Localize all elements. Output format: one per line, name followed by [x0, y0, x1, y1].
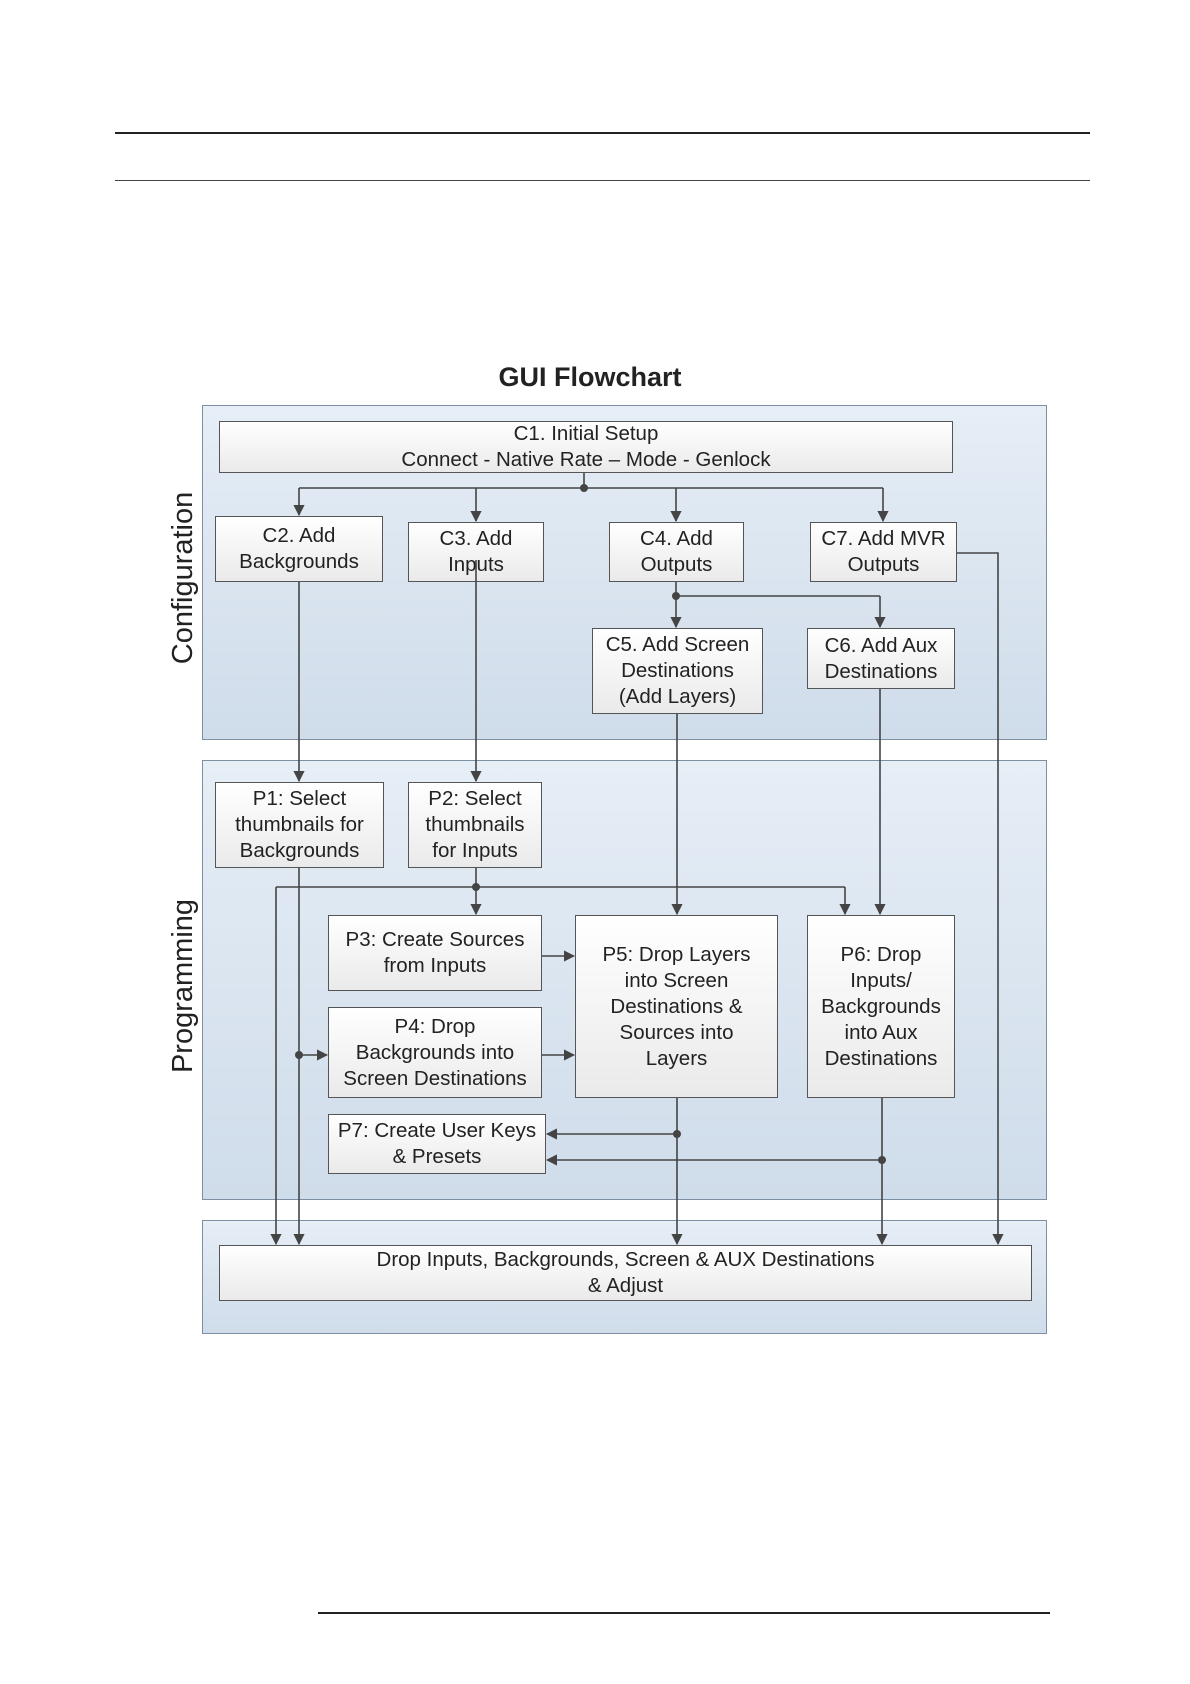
node-text-line: P3: Create Sources	[345, 928, 525, 951]
node-text-line: from Inputs	[383, 954, 487, 977]
node-text-line: P5: Drop Layers	[602, 942, 751, 966]
node-text-line: Layers	[645, 1046, 708, 1070]
node-p3-create-sources: P3: Create Sources from Inputs	[328, 915, 542, 991]
node-text-line: into Aux	[844, 1020, 918, 1044]
node-c7-add-mvr-outputs: C7. Add MVR Outputs	[810, 522, 957, 582]
node-text-line: & Presets	[392, 1145, 482, 1168]
node-text-line: P2: Select	[428, 787, 522, 810]
node-p2-select-thumbnails-inputs: P2: Select thumbnails for Inputs	[408, 782, 542, 868]
node-text-line: & Adjust	[587, 1274, 664, 1297]
node-text-line: Sources into	[619, 1020, 734, 1044]
diagram-title: GUI Flowchart	[498, 362, 682, 392]
node-text-line: Destinations	[621, 659, 734, 682]
node-text-line: Destinations	[824, 1046, 938, 1070]
junction-p2-bus	[472, 883, 480, 891]
node-text-line: P7: Create User Keys	[337, 1119, 537, 1142]
node-text-line: Outputs	[847, 553, 920, 576]
header-rule-bottom	[115, 180, 1090, 181]
junction-p6-to-p7	[878, 1156, 886, 1164]
node-text-line: P6: Drop	[840, 942, 922, 966]
node-text-line: Backgrounds	[239, 839, 360, 862]
footer-rule	[318, 1612, 1050, 1614]
node-text-line: for Inputs	[432, 839, 518, 862]
node-final-drop-and-adjust: Drop Inputs, Backgrounds, Screen & AUX D…	[219, 1245, 1032, 1301]
node-text-line: Destinations	[824, 659, 938, 683]
node-text-line: Inputs/	[850, 968, 912, 992]
node-text-line: Backgrounds	[821, 994, 941, 1018]
node-text-line: C1. Initial Setup	[513, 422, 659, 445]
node-text-line: into Screen	[624, 968, 729, 992]
node-text-line: Outputs	[640, 553, 713, 576]
node-text-line: Connect - Native Rate – Mode - Genlock	[401, 448, 771, 471]
node-text-line: thumbnails	[425, 813, 525, 836]
junction-p1-to-p4	[295, 1051, 303, 1059]
node-text-line: Backgrounds	[239, 550, 359, 573]
node-text-line: C3. Add	[439, 527, 513, 550]
connector-c7-to-final	[957, 552, 1004, 1246]
junction-c1-bus	[580, 484, 588, 492]
node-text-line: Screen Destinations	[343, 1066, 527, 1090]
node-text-line: thumbnails for	[235, 813, 364, 836]
node-text-line: P4: Drop	[394, 1014, 476, 1038]
node-text-line: P1: Select	[252, 787, 347, 810]
node-text-line: (Add Layers)	[618, 685, 737, 708]
node-text-line: Drop Inputs, Backgrounds, Screen & AUX D…	[376, 1248, 875, 1271]
node-p7-create-user-keys: P7: Create User Keys & Presets	[328, 1114, 546, 1174]
connector-c4-split	[675, 582, 880, 597]
junction-p5-to-p7	[673, 1130, 681, 1138]
node-text-line: C4. Add	[640, 527, 713, 550]
node-text-line: C6. Add Aux	[824, 633, 938, 657]
node-text-line: C2. Add	[262, 524, 336, 547]
junction-c4-split	[672, 592, 680, 600]
node-text-line: Destinations &	[610, 994, 743, 1018]
header-rule-top	[115, 132, 1090, 134]
node-text-line: C5. Add Screen	[605, 633, 750, 656]
node-text-line: Backgrounds into	[355, 1040, 515, 1064]
node-text-line: C7. Add MVR	[821, 527, 946, 550]
